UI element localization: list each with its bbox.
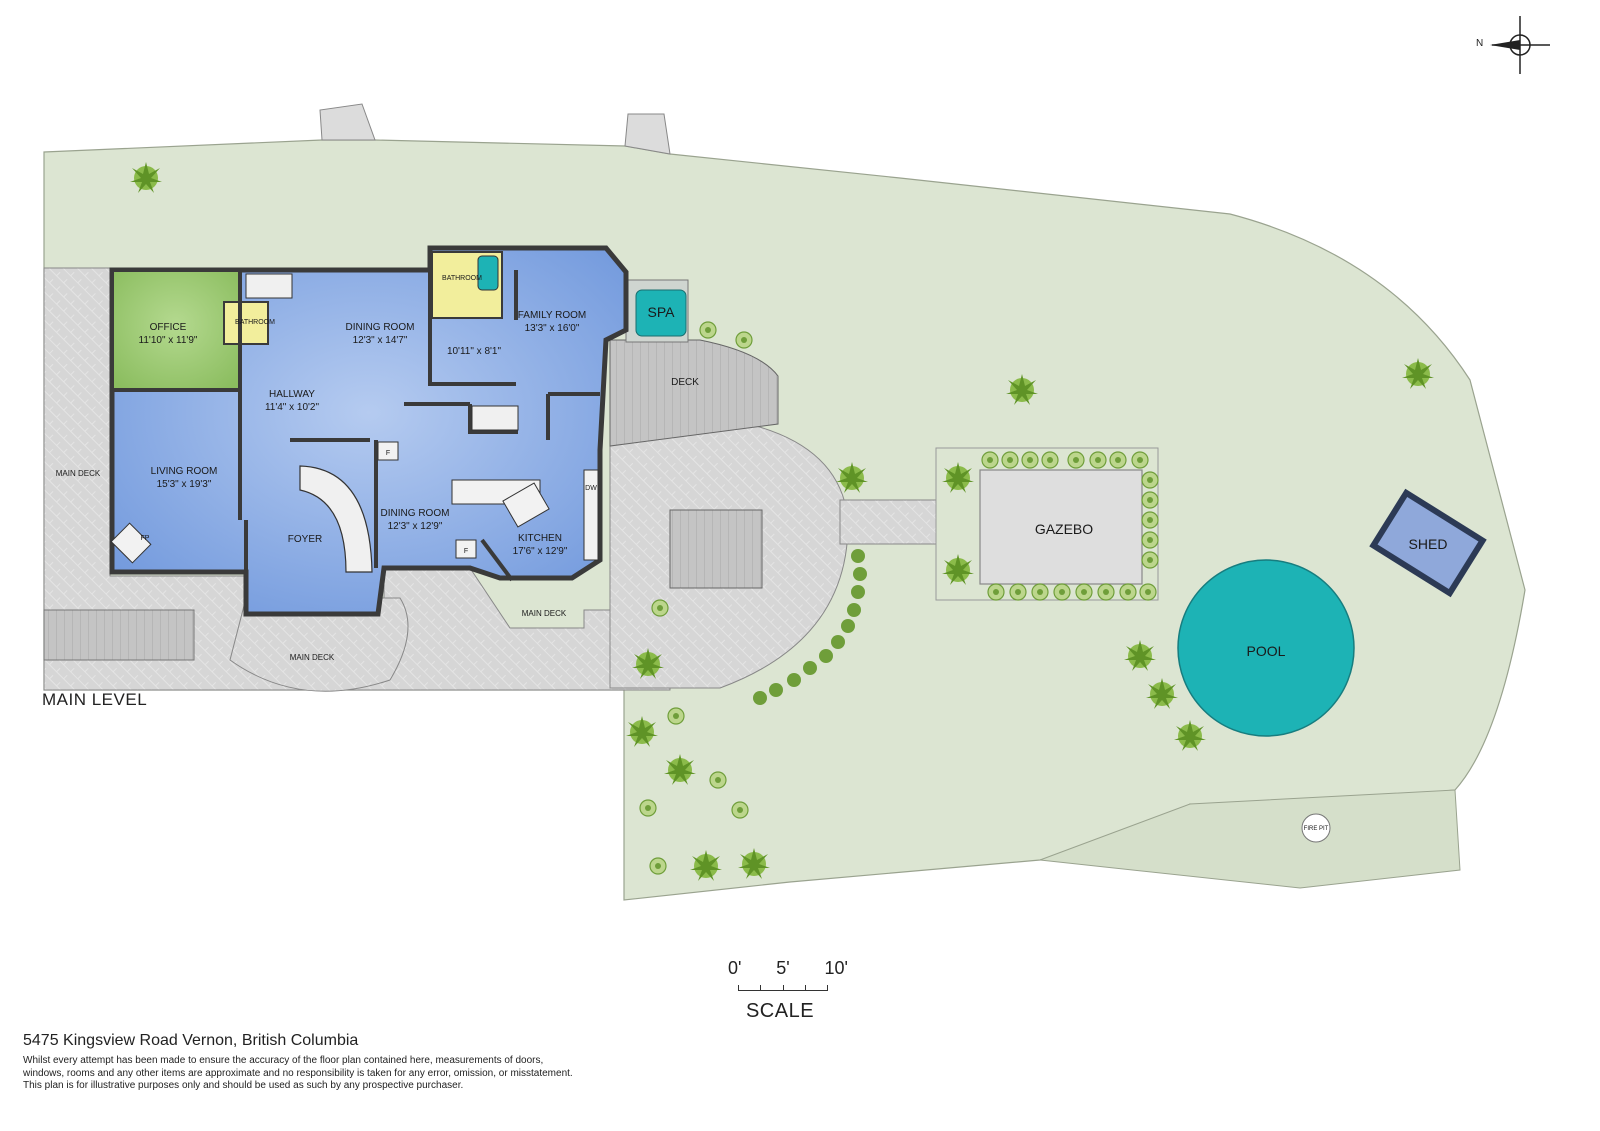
west-deck-stairs xyxy=(43,609,195,661)
fridge-2-label: F xyxy=(464,548,468,555)
compass-north-label: N xyxy=(1476,38,1484,49)
disclaimer-line-1: Whilst every attempt has been made to en… xyxy=(23,1055,544,1066)
dining-room-1-label: DINING ROOM xyxy=(346,322,415,333)
living-room-label: LIVING ROOM xyxy=(151,466,218,477)
deck xyxy=(609,339,779,447)
fridge-1 xyxy=(377,441,399,461)
main-deck-south-label: MAIN DECK xyxy=(290,653,335,662)
dining-room-1-dims: 12'3" x 14'7" xyxy=(353,335,408,346)
office-label: OFFICE xyxy=(150,322,187,333)
dining-room-2-label: DINING ROOM xyxy=(381,508,450,519)
compass-icon xyxy=(1490,16,1550,74)
bathroom-2-label: BATHROOM xyxy=(442,275,482,282)
fireplace-label: FP xyxy=(141,535,150,542)
scale-marks: 0' 5' 10' xyxy=(728,958,848,979)
spa-label: SPA xyxy=(648,304,676,320)
family-room-label: FAMILY ROOM xyxy=(518,310,587,321)
interior-stairs xyxy=(471,405,519,431)
fire-pit xyxy=(1301,813,1331,843)
dishwasher-label: DW xyxy=(585,485,597,492)
interior-walls xyxy=(114,270,600,582)
office-dims: 11'10" x 11'9" xyxy=(139,335,198,346)
fireplace xyxy=(110,522,152,564)
patio-stairs xyxy=(669,509,763,589)
foyer-label: FOYER xyxy=(288,534,322,545)
main-deck-west-label: MAIN DECK xyxy=(56,469,101,478)
shed xyxy=(1369,488,1487,598)
bathroom-1 xyxy=(223,301,269,345)
bathtub xyxy=(477,255,499,291)
disclaimer-line-2: windows, rooms and any other items are a… xyxy=(23,1067,573,1079)
scale-mark-10: 10' xyxy=(824,958,848,978)
main-deck-south-bulge xyxy=(229,597,409,692)
hallway-dims: 11'4" x 10'2" xyxy=(265,402,320,413)
hallway-label: HALLWAY xyxy=(269,389,315,400)
curved-staircase xyxy=(299,465,373,573)
stairs-north xyxy=(245,273,293,299)
bathroom-1-label: BATHROOM xyxy=(235,319,275,326)
gazebo-label: GAZEBO xyxy=(1035,521,1093,537)
property-address: 5475 Kingsview Road Vernon, British Colu… xyxy=(23,1032,359,1049)
scale-mark-5: 5' xyxy=(776,958,790,978)
north-walkway-left xyxy=(319,103,376,141)
scale-mark-0: 0' xyxy=(728,958,742,978)
patio-hedge xyxy=(753,549,867,705)
fridge-2 xyxy=(455,539,477,559)
main-deck-kitchen-label: MAIN DECK xyxy=(522,609,567,618)
dining-room-2-dims: 12'3" x 12'9" xyxy=(388,521,443,532)
scale-ruler xyxy=(738,984,828,991)
kitchen-cooktop xyxy=(502,482,550,528)
gazebo xyxy=(979,469,1143,585)
spa xyxy=(635,289,687,337)
office-room xyxy=(114,272,238,388)
family-room-dims: 13'3" x 16'0" xyxy=(525,323,580,334)
kitchen-label: KITCHEN xyxy=(518,533,562,544)
scale-title: SCALE xyxy=(745,1000,815,1022)
living-room-dims: 15'3" x 19'3" xyxy=(157,479,212,490)
pool xyxy=(1177,559,1355,737)
disclaimer: Whilst every attempt has been made to en… xyxy=(23,1055,643,1093)
kitchen-dims: 17'6" x 12'9" xyxy=(513,546,568,557)
deck-label: DECK xyxy=(671,377,699,388)
lawn-east-area xyxy=(1039,789,1461,889)
north-walkway-right xyxy=(624,113,671,155)
disclaimer-line-3: This plan is for illustrative purposes o… xyxy=(23,1080,464,1091)
pool-label: POOL xyxy=(1247,643,1286,659)
fridge-1-label: F xyxy=(386,450,390,457)
fire-pit-label: FIRE PIT xyxy=(1304,826,1329,832)
shed-label: SHED xyxy=(1409,536,1448,552)
counter-east xyxy=(583,469,599,561)
level-label: MAIN LEVEL xyxy=(42,690,148,709)
bedroom-dims: 10'11" x 8'1" xyxy=(447,346,502,357)
